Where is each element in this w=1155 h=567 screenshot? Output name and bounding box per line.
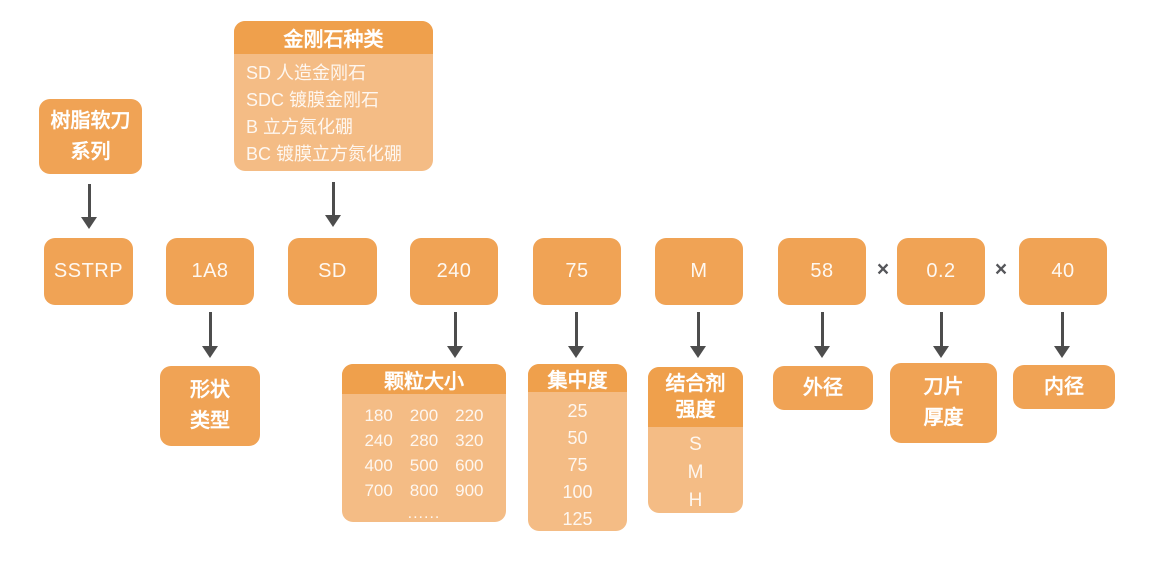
concentration-value: 25 bbox=[567, 401, 588, 421]
concentration-value: 125 bbox=[562, 509, 593, 529]
diamond-type-legend-title: 金刚石种类 bbox=[234, 21, 433, 54]
code-concentration-box: 75 bbox=[533, 238, 621, 305]
diamond-type-item: SDC 镀膜金刚石 bbox=[246, 90, 380, 110]
bond-strength-title: 结合剂 强度 bbox=[648, 367, 743, 427]
code-diamond: SD bbox=[318, 260, 347, 282]
bond-strength-values: S M H bbox=[648, 427, 743, 513]
grain-size-ellipsis: ...... bbox=[407, 505, 441, 522]
bond-strength-value: M bbox=[687, 462, 704, 483]
outer-diameter-label-box: 外径 bbox=[773, 366, 873, 410]
grain-size-value: 700 bbox=[364, 481, 393, 500]
arrow-down-icon bbox=[325, 182, 341, 227]
grain-size-value: 800 bbox=[409, 481, 439, 500]
code-grit: 240 bbox=[436, 260, 472, 282]
code-shape-box: 1A8 bbox=[166, 238, 254, 305]
arrow-down-icon bbox=[202, 312, 218, 358]
arrow-down-icon bbox=[568, 312, 584, 358]
arrow-down-icon bbox=[447, 312, 463, 358]
shape-type-box: 形状 类型 bbox=[160, 366, 260, 446]
grain-size-title: 颗粒大小 bbox=[342, 364, 506, 394]
shape-type-line2: 类型 bbox=[190, 410, 230, 432]
shape-type-line1: 形状 bbox=[190, 379, 230, 401]
grain-size-value: 240 bbox=[364, 431, 393, 450]
outer-diameter-label: 外径 bbox=[803, 376, 843, 399]
code-thickness: 0.2 bbox=[926, 260, 956, 282]
grain-size-value: 400 bbox=[364, 456, 393, 475]
series-name-box: 树脂软刀 系列 bbox=[39, 99, 142, 174]
grain-size-value: 500 bbox=[409, 456, 439, 475]
grain-size-value: 320 bbox=[455, 431, 484, 450]
diamond-type-item: BC 镀膜立方氮化硼 bbox=[246, 144, 403, 164]
diamond-type-list: SD 人造金刚石 SDC 镀膜金刚石 B 立方氮化硼 BC 镀膜立方氮化硼 bbox=[234, 54, 433, 171]
arrow-down-icon bbox=[814, 312, 830, 358]
code-bond-box: M bbox=[655, 238, 743, 305]
diamond-type-legend: 金刚石种类 SD 人造金刚石 SDC 镀膜金刚石 B 立方氮化硼 BC 镀膜立方… bbox=[234, 21, 433, 171]
blade-thickness-label-box: 刀片 厚度 bbox=[890, 363, 997, 443]
series-name-line2: 系列 bbox=[70, 140, 111, 163]
concentration-values: 25 50 75 100 125 bbox=[528, 392, 627, 531]
inner-diameter-label: 内径 bbox=[1044, 375, 1084, 398]
code-diamond-box: SD bbox=[288, 238, 377, 305]
code-thickness-box: 0.2 bbox=[897, 238, 985, 305]
inner-diameter-label-box: 内径 bbox=[1013, 365, 1115, 409]
diamond-type-item: B 立方氮化硼 bbox=[246, 117, 354, 137]
bond-strength-title-line1: 结合剂 bbox=[665, 373, 726, 395]
code-grit-box: 240 bbox=[410, 238, 498, 305]
code-outer-diameter: 58 bbox=[810, 260, 834, 282]
code-inner-diameter: 40 bbox=[1051, 260, 1075, 282]
concentration-value: 100 bbox=[562, 482, 593, 502]
code-inner-diameter-box: 40 bbox=[1019, 238, 1107, 305]
multiply-icon: × bbox=[994, 258, 1008, 281]
bond-strength-value: S bbox=[689, 434, 702, 455]
concentration-value: 75 bbox=[567, 455, 588, 475]
diamond-type-item: SD 人造金刚石 bbox=[246, 63, 367, 83]
multiply-icon: × bbox=[876, 258, 890, 281]
bond-strength-value: H bbox=[688, 490, 703, 511]
code-bond: M bbox=[690, 260, 708, 282]
concentration-title: 集中度 bbox=[528, 364, 627, 392]
arrow-down-icon bbox=[933, 312, 949, 358]
arrow-down-icon bbox=[81, 184, 97, 229]
grain-size-value: 600 bbox=[455, 456, 484, 475]
grain-size-value: 900 bbox=[455, 481, 484, 500]
code-outer-diameter-box: 58 bbox=[778, 238, 866, 305]
code-shape: 1A8 bbox=[191, 260, 229, 282]
bond-strength-title-line2: 强度 bbox=[675, 399, 716, 421]
grain-size-value: 180 bbox=[364, 406, 393, 425]
grain-size-values: 180 200 220 240 280 320 400 500 600 700 … bbox=[342, 394, 506, 522]
code-series: SSTRP bbox=[53, 260, 124, 282]
grain-size-value: 280 bbox=[409, 431, 439, 450]
concentration-value: 50 bbox=[567, 428, 588, 448]
series-name-line1: 树脂软刀 bbox=[50, 109, 131, 132]
arrow-down-icon bbox=[1054, 312, 1070, 358]
concentration-box: 集中度 25 50 75 100 125 bbox=[528, 364, 627, 531]
arrow-down-icon bbox=[690, 312, 706, 358]
grain-size-value: 220 bbox=[455, 406, 484, 425]
bond-strength-box: 结合剂 强度 S M H bbox=[648, 367, 743, 513]
blade-thickness-line2: 厚度 bbox=[923, 407, 964, 429]
code-concentration: 75 bbox=[565, 260, 589, 282]
blade-thickness-line1: 刀片 bbox=[923, 376, 964, 398]
code-series-box: SSTRP bbox=[44, 238, 133, 305]
grain-size-value: 200 bbox=[409, 406, 439, 425]
grain-size-box: 颗粒大小 180 200 220 240 280 320 400 500 600… bbox=[342, 364, 506, 522]
